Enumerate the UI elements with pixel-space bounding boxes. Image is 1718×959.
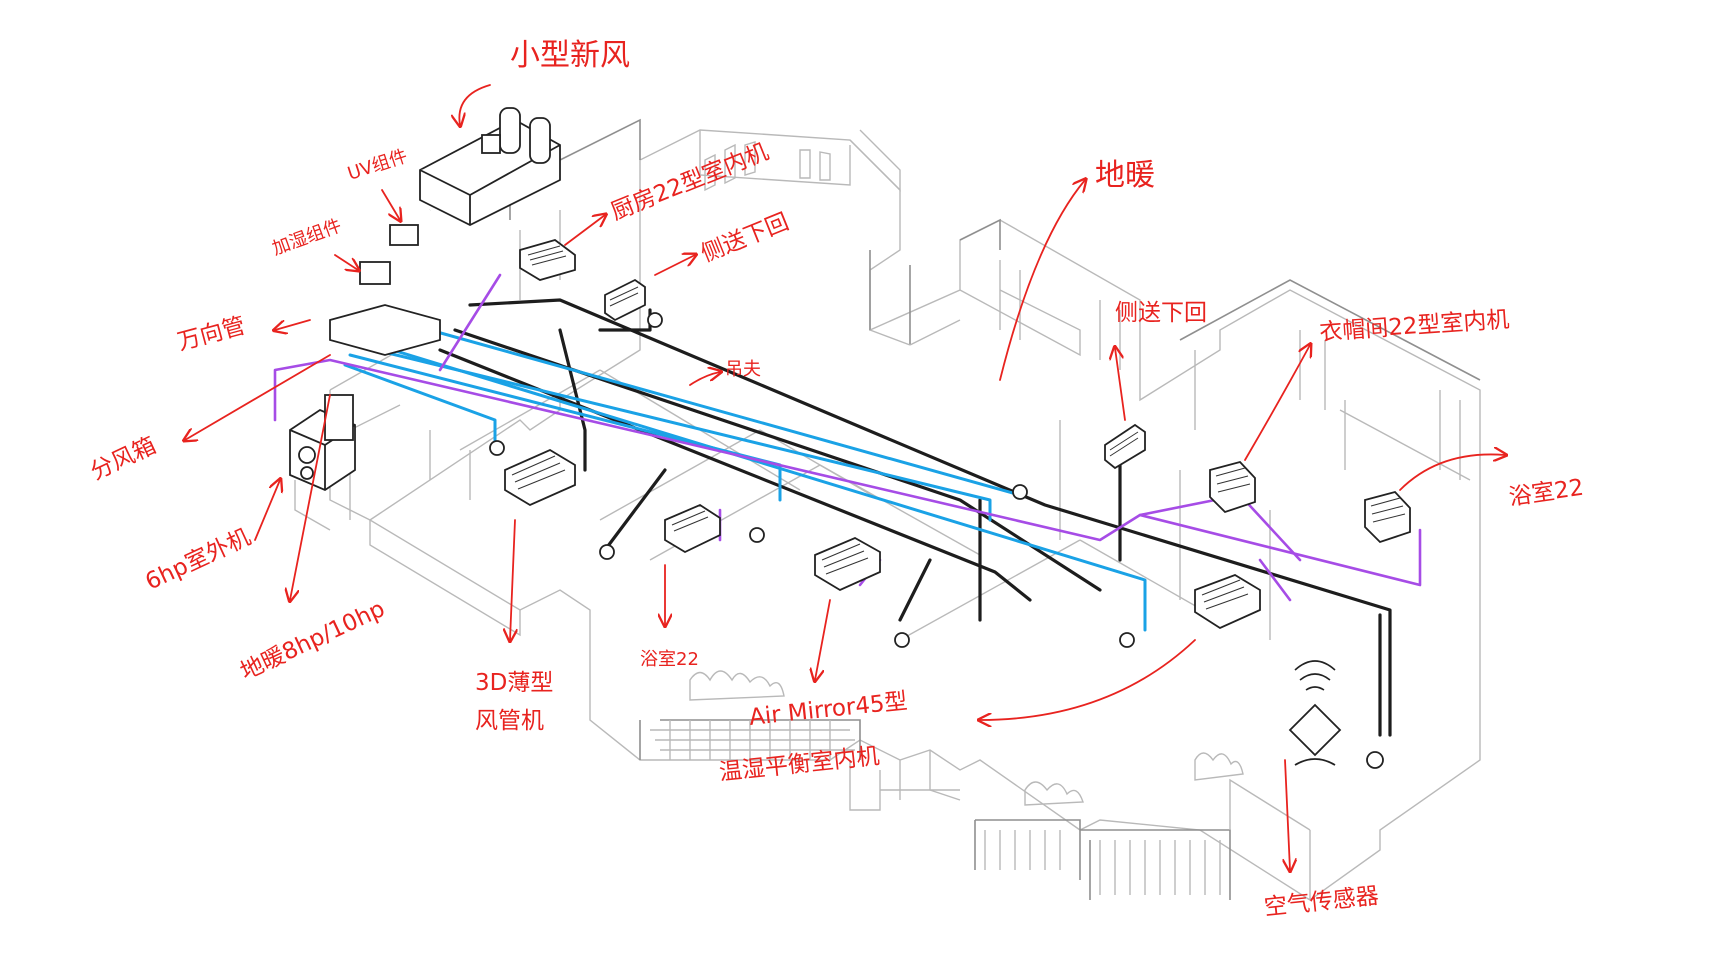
indoor-unit-bathroom-right (1364, 490, 1411, 544)
floor-outlets (489, 312, 1384, 769)
label-split-box: 分风箱 (87, 433, 161, 486)
indoor-unit-kitchen-side (604, 278, 646, 322)
label-cloakroom-unit: 衣帽间22型室内机 (1319, 307, 1511, 346)
label-hanger: 吊夫 (725, 359, 761, 380)
label-universal-pipe: 万向管 (175, 313, 248, 356)
outdoor-unit (289, 394, 356, 492)
label-floor-heating: 地暖 (1095, 158, 1155, 193)
label-kitchen-unit: 厨房22型室内机 (608, 139, 773, 226)
duct-hose (326, 206, 441, 356)
label-bathroom-mid: 浴室22 (640, 649, 699, 670)
label-bathroom-right: 浴室22 (1507, 475, 1585, 511)
indoor-unit-kitchen (519, 239, 576, 281)
fresh-air-unit (419, 107, 561, 227)
building-floor-plan (294, 118, 1481, 901)
indoor-unit-thin-duct (504, 448, 576, 507)
label-side-supply-living: 侧送下回 (1115, 300, 1207, 326)
indoor-unit-airmirror (814, 536, 881, 592)
annotation-arrows (185, 84, 1505, 870)
indoor-unit-living-side (1104, 423, 1146, 470)
indoor-unit-bedroom (1194, 574, 1261, 630)
label-thin-duct-unit-line1: 3D薄型 (475, 670, 553, 696)
indoor-unit-bathroom-mid (664, 503, 721, 554)
wifi-signal-icon (1294, 660, 1336, 691)
label-airmirror-line1: Air Mirror45型 (748, 688, 909, 730)
label-humidify-module: 加湿组件 (270, 215, 345, 259)
air-sensor-device (1288, 660, 1342, 766)
label-uv-module: UV组件 (345, 146, 410, 185)
label-thin-duct-unit-line2: 风管机 (475, 708, 544, 734)
label-small-fresh-air: 小型新风 (510, 38, 630, 73)
indoor-unit-cloakroom (1209, 460, 1256, 514)
label-side-supply-kitchen: 侧送下回 (698, 209, 793, 268)
label-outdoor-unit: 6hp室外机 (142, 524, 255, 595)
label-floor-heating-unit: 地暖8hp/10hp (237, 596, 389, 685)
label-air-sensor: 空气传感器 (1263, 883, 1380, 921)
